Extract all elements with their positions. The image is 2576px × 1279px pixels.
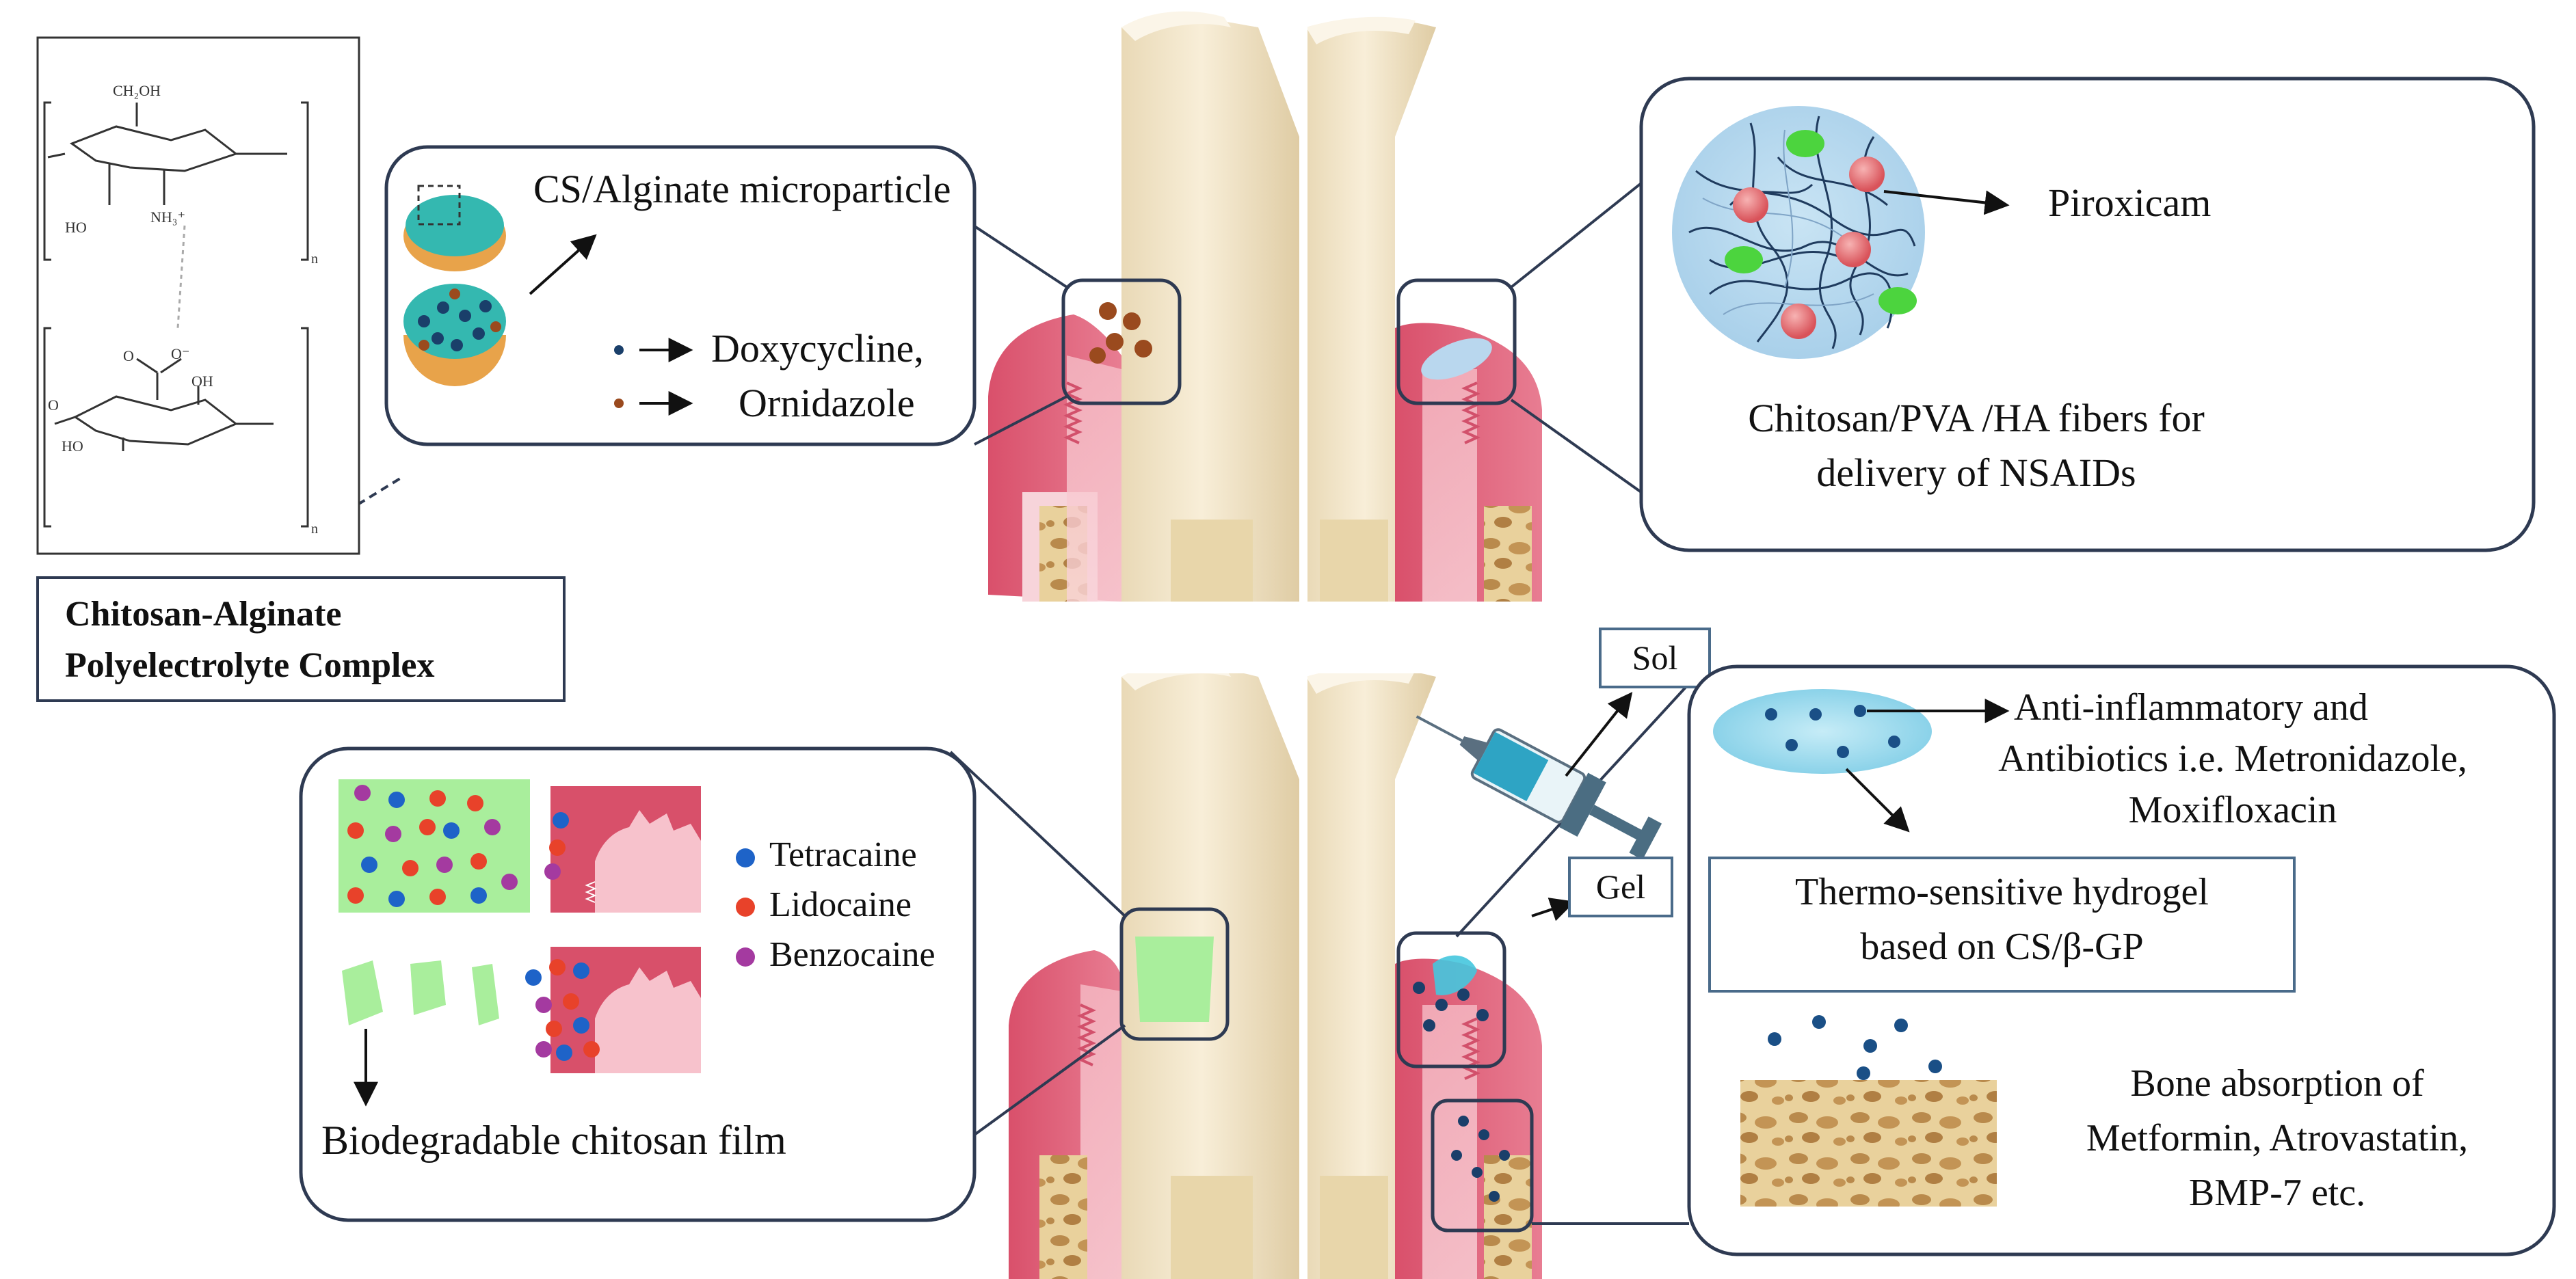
arrow-to-sol bbox=[1565, 692, 1633, 777]
tooth-top-left bbox=[988, 11, 1320, 602]
film-caption: Biodegradable chitosan film bbox=[321, 1118, 786, 1163]
fiber-strands bbox=[1688, 116, 1916, 349]
panel-hydrogel bbox=[1687, 664, 2556, 1256]
ornidazole-dot-icon bbox=[614, 399, 624, 408]
drug-doxycycline: Doxycycline, bbox=[711, 326, 924, 371]
zoom-region-hydrogel bbox=[1396, 931, 1506, 1068]
fibers-caption-line2: delivery of NSAIDs bbox=[1816, 450, 2136, 495]
legend-tetracaine-dot-icon bbox=[736, 848, 755, 867]
microparticle-illustration bbox=[403, 185, 506, 386]
complex-title-line1: Chitosan-Alginate bbox=[65, 595, 342, 634]
bone-block bbox=[1740, 1080, 1997, 1207]
bone-line1: Bone absorption of bbox=[2130, 1062, 2424, 1105]
chem-o-carbonyl: O bbox=[123, 347, 134, 364]
panel-fibers bbox=[1639, 77, 2536, 552]
connector-film-top bbox=[949, 751, 1126, 917]
bone-line3: BMP-7 etc. bbox=[2188, 1172, 2366, 1214]
film-fragments bbox=[342, 960, 499, 1025]
hydrogel-label-box bbox=[1708, 857, 2296, 993]
chem-nh3: NH₃⁺ bbox=[150, 208, 185, 226]
complex-title-line2: Polyelectrolyte Complex bbox=[65, 646, 435, 685]
connector-fibers-top bbox=[1510, 176, 1649, 288]
chitosan-ring bbox=[43, 101, 309, 261]
alginate-ring bbox=[43, 327, 309, 528]
zoom-region-film bbox=[1119, 907, 1230, 1041]
chem-ho-top: HO bbox=[65, 219, 87, 236]
panel-microparticle bbox=[384, 145, 977, 446]
legend-tetracaine-label: Tetracaine bbox=[769, 835, 917, 874]
syringe-icon bbox=[1416, 715, 1662, 860]
zoom-region-fibers bbox=[1396, 278, 1517, 405]
chem-ho-bottom: HO bbox=[62, 437, 83, 455]
chem-structure-box: CH₂OH HO NH₃⁺ n O⁻ O OH HO O n bbox=[36, 36, 360, 555]
connector-film-bottom bbox=[973, 1024, 1126, 1136]
hydrogel-drugs-line2: Antibiotics i.e. Metronidazole, bbox=[1998, 738, 2467, 780]
tissue-square-2 bbox=[525, 947, 701, 1073]
hydrogel-label-line1: Thermo-sensitive hydrogel bbox=[1795, 871, 2209, 913]
doxycycline-dot-icon bbox=[614, 345, 624, 355]
hydrogel-label-line2: based on CS/β-GP bbox=[1860, 926, 2144, 968]
legend-benzocaine-label: Benzocaine bbox=[769, 935, 935, 974]
bone-line2: Metformin, Atrovastatin, bbox=[2086, 1117, 2469, 1159]
film-drug-dots bbox=[347, 785, 518, 907]
legend-benzocaine-dot-icon bbox=[736, 947, 755, 967]
zoom-region-bone bbox=[1431, 1099, 1534, 1233]
legend-lidocaine-label: Lidocaine bbox=[769, 885, 912, 924]
sol-box bbox=[1599, 628, 1711, 688]
tissue-square-1 bbox=[544, 786, 701, 913]
gel-box bbox=[1568, 857, 1673, 917]
tooth-illustrations bbox=[957, 0, 1573, 1279]
chem-ch2oh: CH₂OH bbox=[113, 82, 161, 99]
chem-o-left: O bbox=[48, 396, 59, 414]
sol-label: Sol bbox=[1632, 638, 1678, 677]
tooth-top-right bbox=[1306, 16, 1542, 602]
chem-n-bottom: n bbox=[311, 522, 318, 537]
arrow-to-gel bbox=[1531, 898, 1576, 921]
chem-o-minus: O⁻ bbox=[171, 345, 190, 362]
gel-label: Gel bbox=[1595, 867, 1646, 906]
chem-n-top: n bbox=[311, 252, 318, 267]
horizontal-divider bbox=[957, 602, 1573, 673]
legend-lidocaine-dot-icon bbox=[736, 898, 755, 917]
connector-fibers-bottom bbox=[1510, 399, 1643, 494]
connector-microparticle-bottom bbox=[974, 395, 1067, 446]
drug-ornidazole: Ornidazole bbox=[739, 381, 915, 425]
hydrogel-drugs-line1: Anti-inflammatory and bbox=[2014, 686, 2368, 729]
panel-film bbox=[299, 746, 977, 1222]
hydrogel-drop bbox=[1713, 689, 1932, 774]
complex-title-box bbox=[36, 576, 566, 702]
fibers-caption-line1: Chitosan/PVA /HA fibers for bbox=[1748, 396, 2205, 440]
drug-piroxicam: Piroxicam bbox=[2048, 180, 2212, 225]
chem-oh: OH bbox=[191, 373, 213, 390]
microparticle-title: CS/Alginate microparticle bbox=[533, 167, 951, 211]
hydrogel-drugs-line3: Moxifloxacin bbox=[2128, 789, 2337, 831]
zoom-region-microparticle bbox=[1061, 278, 1182, 405]
